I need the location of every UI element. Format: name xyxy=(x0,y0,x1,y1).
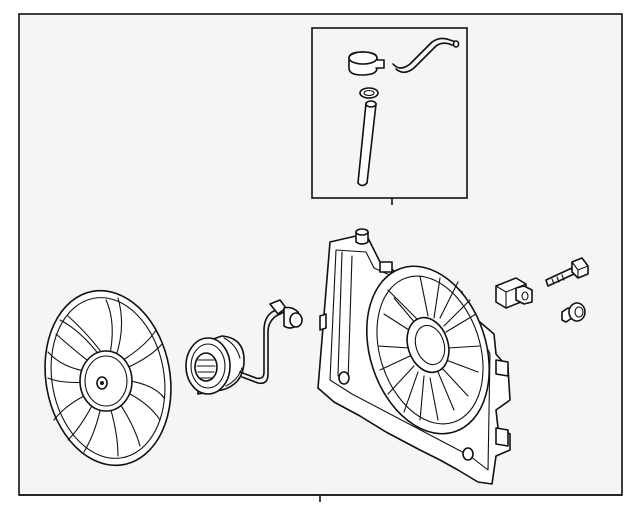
shroud-icon xyxy=(317,228,511,485)
tube-icon xyxy=(357,100,377,187)
nut-icon xyxy=(561,302,586,323)
cap-icon xyxy=(348,51,385,76)
motor-icon xyxy=(185,335,245,395)
fan-blade-icon xyxy=(44,289,172,467)
bolt-icon xyxy=(545,257,589,287)
reservoir-inset-box xyxy=(311,27,468,205)
hose-icon xyxy=(392,37,460,74)
resistor-icon xyxy=(495,277,533,309)
wire-harness-icon xyxy=(239,299,303,385)
o-ring-icon xyxy=(359,87,379,99)
